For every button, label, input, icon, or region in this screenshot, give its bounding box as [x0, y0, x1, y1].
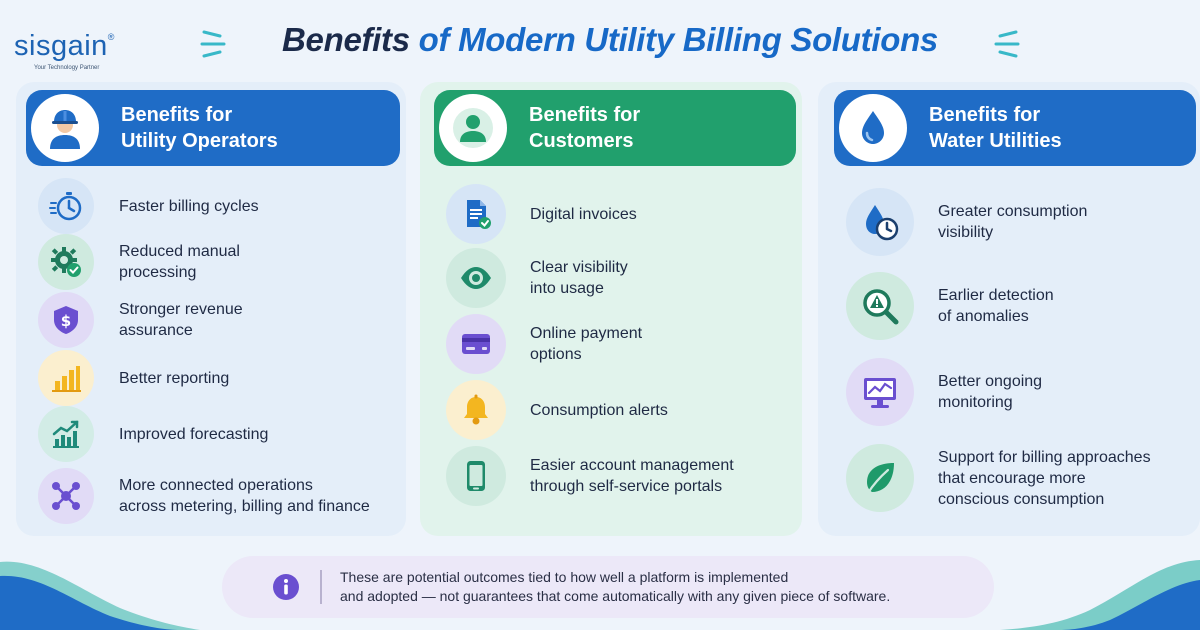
network-icon — [38, 468, 94, 524]
smartphone-icon — [446, 446, 506, 506]
list-item: $ Stronger revenue assurance — [38, 292, 243, 348]
column-title-line-1: Benefits for — [929, 104, 1041, 126]
shield-dollar-icon: $ — [38, 292, 94, 348]
item-text-line: processing — [119, 264, 197, 281]
worker-icon — [31, 94, 99, 162]
list-item: Digital invoices — [446, 184, 637, 244]
item-text-line: monitoring — [938, 394, 1013, 411]
note-line: and adopted — not guarantees that come a… — [340, 588, 891, 604]
eye-icon — [446, 248, 506, 308]
invoice-icon — [446, 184, 506, 244]
column-water-utilities: Benefits for Water Utilities Greater con… — [818, 82, 1200, 536]
item-text-line: assurance — [119, 322, 193, 339]
list-item: Clear visibility into usage — [446, 248, 628, 308]
column-header: Benefits for Utility Operators — [26, 90, 400, 166]
item-text-line: options — [530, 346, 582, 363]
note-divider — [320, 570, 322, 604]
title-part-2: of — [418, 21, 450, 58]
user-icon — [439, 94, 507, 162]
info-icon — [273, 574, 299, 600]
column-title-line-2: Water Utilities — [929, 130, 1062, 152]
column-customers: Benefits for Customers Digital invoices — [420, 82, 802, 536]
brand-logo: sisgain® Your Technology Partner — [14, 30, 115, 71]
credit-card-icon — [446, 314, 506, 374]
gear-check-icon — [38, 234, 94, 290]
bell-icon — [446, 380, 506, 440]
item-text-line: conscious consumption — [938, 490, 1105, 508]
item-text-line: Faster billing cycles — [119, 197, 259, 215]
column-title-line-1: Benefits for — [121, 104, 233, 126]
page-title: Benefits of Modern Utility Billing Solut… — [282, 21, 938, 59]
list-item: Support for billing approaches that enco… — [846, 444, 1151, 512]
item-text-line: Clear visibility — [530, 259, 628, 276]
brand-mark: ® — [107, 32, 115, 42]
svg-text:$: $ — [61, 312, 71, 330]
item-text-line: into usage — [530, 280, 604, 297]
item-text-line: Stronger revenue — [119, 301, 243, 318]
column-header: Benefits for Customers — [434, 90, 796, 166]
column-header: Benefits for Water Utilities — [834, 90, 1196, 166]
list-item: Improved forecasting — [38, 406, 268, 462]
item-text-line: Consumption alerts — [530, 401, 668, 419]
list-item: Online payment options — [446, 314, 642, 374]
list-item: More connected operations across meterin… — [38, 468, 370, 524]
item-text-line: Better ongoing — [938, 373, 1043, 390]
list-item: Faster billing cycles — [38, 178, 259, 234]
item-text-line: Digital invoices — [530, 205, 637, 223]
list-item: Better reporting — [38, 350, 229, 406]
item-text-line: More connected operations — [119, 477, 313, 494]
title-part-1: Benefits — [282, 21, 410, 58]
list-item: Reduced manual processing — [38, 234, 240, 290]
item-text-line: of anomalies — [938, 308, 1029, 325]
item-text-line: Better reporting — [119, 369, 230, 387]
monitor-chart-icon — [846, 358, 914, 426]
column-title-line-1: Benefits for — [529, 104, 641, 126]
item-text-line: across metering, billing and finance — [119, 498, 370, 515]
disclaimer-note: These are potential outcomes tied to how… — [222, 556, 994, 618]
item-text-line: visibility — [938, 224, 994, 241]
page-title-wrap: Benefits of Modern Utility Billing Solut… — [200, 14, 1020, 66]
brand-name: sisgain — [14, 30, 108, 62]
brand-tagline: Your Technology Partner — [34, 65, 100, 71]
list-item: Earlier detection of anomalies — [846, 272, 1054, 340]
item-text-line: Support for billing approaches — [938, 448, 1151, 466]
leaf-icon — [846, 444, 914, 512]
stopwatch-icon — [38, 178, 94, 234]
note-line: These are potential outcomes tied to how… — [340, 569, 789, 585]
item-text-line: Easier account management — [530, 457, 734, 474]
list-item: Greater consumption visibility — [846, 188, 1087, 256]
item-text-line: Reduced manual — [119, 243, 240, 260]
wave-decoration-left — [0, 561, 200, 630]
item-text-line: Online payment — [530, 325, 643, 342]
drop-clock-icon — [846, 188, 914, 256]
column-title-line-2: Utility Operators — [121, 130, 278, 152]
title-part-3: Modern Utility Billing Solutions — [458, 21, 938, 58]
item-text-line: through self-service portals — [530, 478, 723, 495]
list-item: Better ongoing monitoring — [846, 358, 1042, 426]
wave-decoration-right — [1000, 560, 1200, 630]
item-text-line: Greater consumption — [938, 203, 1088, 220]
title-decoration-right — [994, 30, 1020, 58]
list-item: Easier account management through self-s… — [446, 446, 734, 506]
column-utility-operators: Benefits for Utility Operators Faster bi… — [16, 82, 406, 536]
bar-chart-icon — [38, 350, 94, 406]
title-decoration-left — [200, 30, 226, 58]
item-text-line: Improved forecasting — [119, 425, 269, 443]
item-text-line: that encourage more — [938, 469, 1086, 487]
column-title-line-2: Customers — [529, 130, 634, 152]
water-drop-icon — [839, 94, 907, 162]
trend-chart-icon — [38, 406, 94, 462]
list-item: Consumption alerts — [446, 380, 668, 440]
magnifier-alert-icon — [846, 272, 914, 340]
item-text-line: Earlier detection — [938, 287, 1054, 304]
